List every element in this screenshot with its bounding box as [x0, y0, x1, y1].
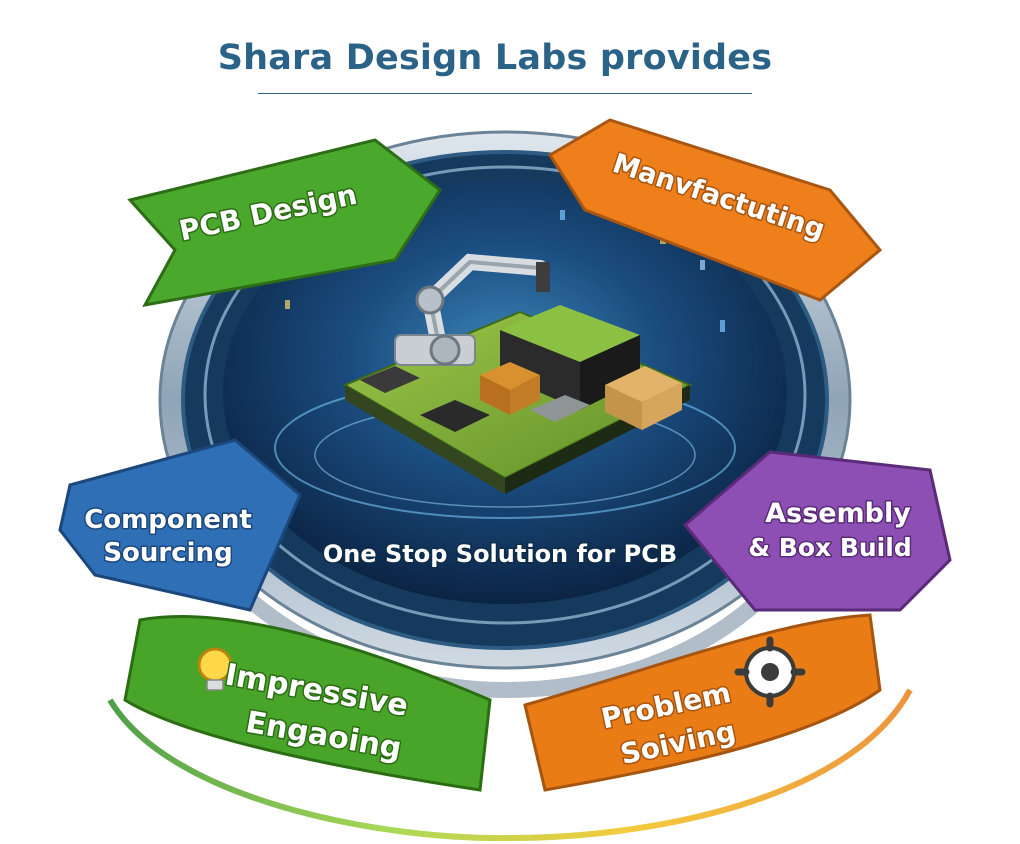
center-label: One Stop Solution for PCB	[323, 540, 677, 568]
title-underline	[258, 93, 752, 94]
pcb-board-illustration	[342, 253, 693, 494]
service-label-1: Assembly	[765, 498, 911, 529]
service-assembly-box-build: Assembly & Box Build	[682, 450, 952, 612]
service-label-2: Sourcing	[103, 538, 232, 568]
service-label-1: Component	[84, 505, 252, 535]
service-impressive-engaging: Impressive Engaoing	[123, 615, 492, 792]
base-swoosh	[107, 688, 913, 842]
page-title: Shara Design Labs provides	[217, 38, 773, 78]
mid-ring	[203, 165, 807, 625]
service-pcb-design: PCB Design	[127, 138, 443, 308]
service-manufacturing: Manvfactuting	[547, 118, 883, 302]
gear-icon	[734, 636, 806, 708]
service-label-2: & Box Build	[748, 533, 911, 562]
lightbulb-icon	[197, 647, 233, 691]
service-component-sourcing: Component Sourcing	[58, 438, 302, 612]
